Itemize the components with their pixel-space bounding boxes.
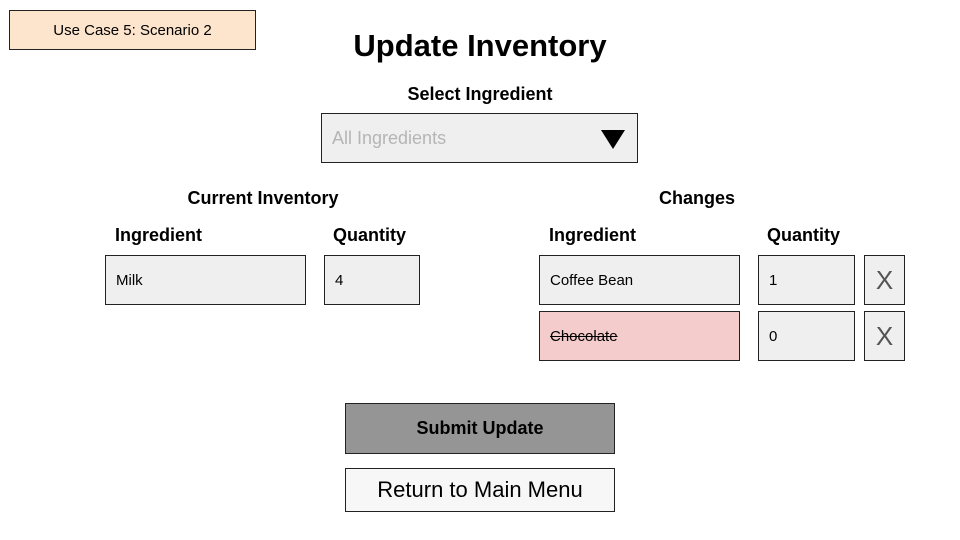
remove-change-button[interactable]: X (864, 255, 905, 305)
current-ingredient-header: Ingredient (115, 225, 203, 245)
ingredient-select[interactable]: All Ingredients (321, 113, 638, 163)
page-title: Update Inventory (353, 28, 607, 63)
current-ingredient-field: Milk (105, 255, 306, 305)
current-quantity-header: Quantity (333, 225, 407, 245)
change-quantity-input[interactable]: 1 (758, 255, 855, 305)
change-ingredient-field-removed: Chocolate (539, 311, 740, 361)
submit-update-button[interactable]: Submit Update (345, 403, 615, 454)
current-inventory-title: Current Inventory (187, 188, 339, 208)
changes-ingredient-header: Ingredient (549, 225, 637, 245)
change-ingredient-field: Coffee Bean (539, 255, 740, 305)
current-quantity-field: 4 (324, 255, 420, 305)
remove-change-button[interactable]: X (864, 311, 905, 361)
return-to-main-menu-button[interactable]: Return to Main Menu (345, 468, 615, 512)
select-placeholder: All Ingredients (332, 128, 447, 148)
changes-quantity-header: Quantity (767, 225, 841, 245)
change-quantity-input[interactable]: 0 (758, 311, 855, 361)
dropdown-arrow-icon[interactable] (601, 130, 625, 149)
scenario-label: Use Case 5: Scenario 2 (9, 10, 256, 50)
changes-title: Changes (658, 188, 736, 208)
select-ingredient-label: Select Ingredient (407, 84, 553, 104)
